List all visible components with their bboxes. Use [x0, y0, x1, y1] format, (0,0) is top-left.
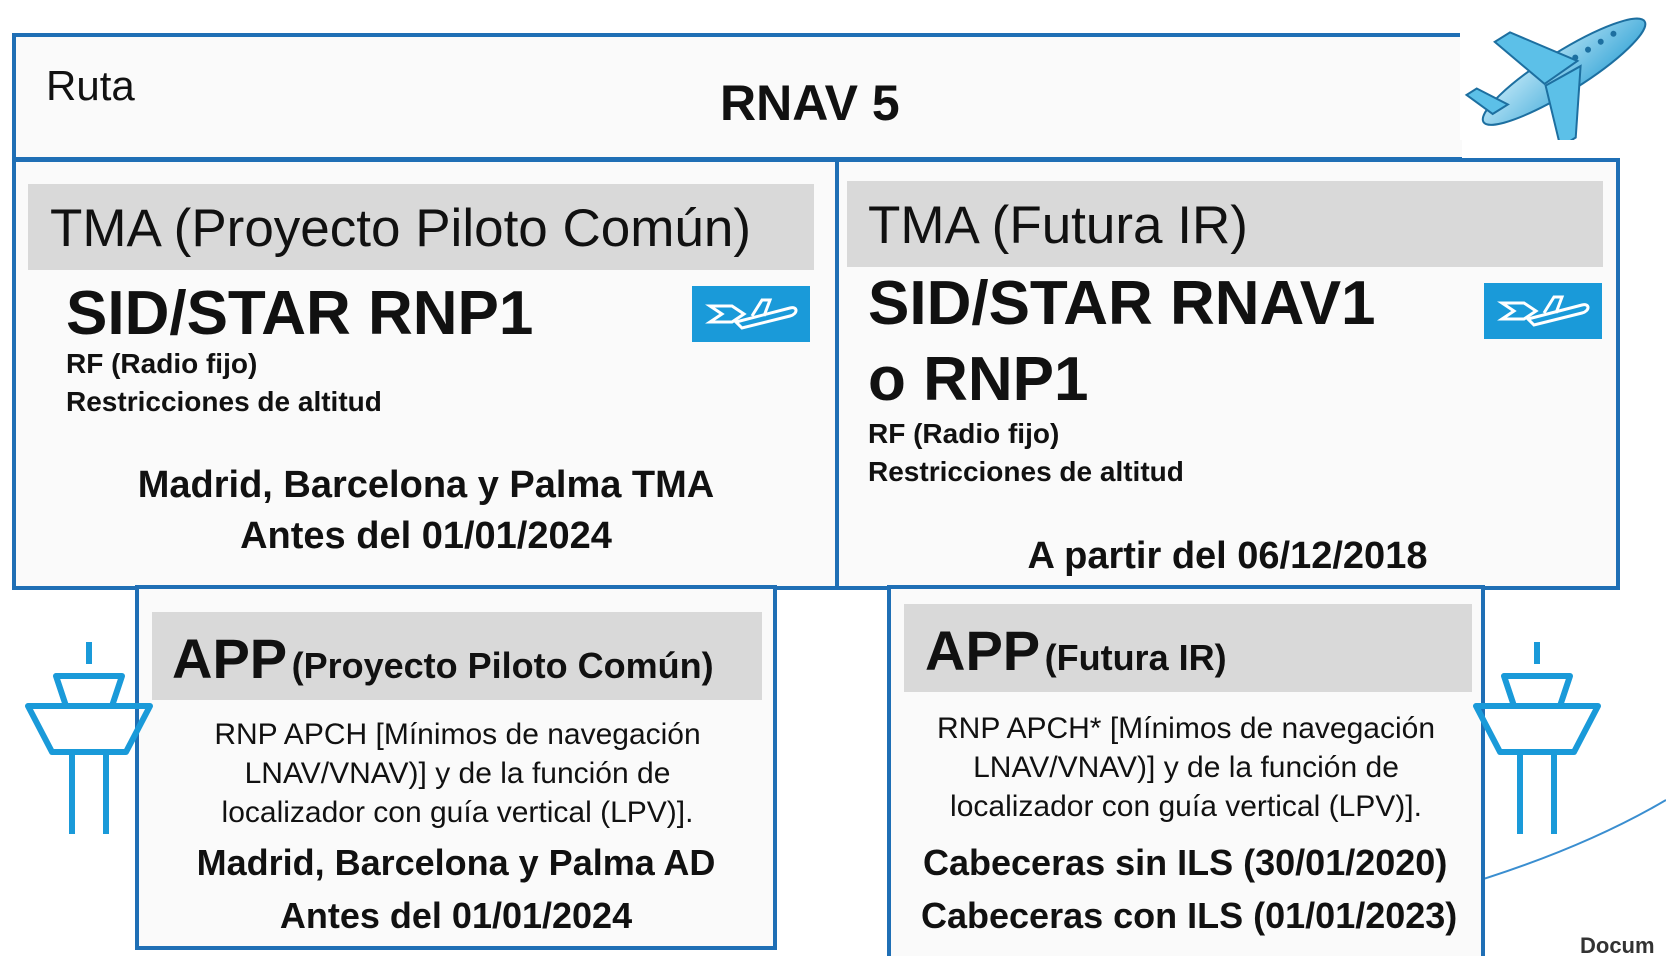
route-title: RNAV 5 [720, 75, 900, 131]
app-left-header-sub: (Proyecto Piloto Común) [291, 645, 714, 686]
footer-fragment: Docum [1580, 933, 1655, 958]
app-right-line1: Cabeceras sin ILS (30/01/2020) [923, 842, 1448, 883]
app-left-description: RNP APCH [Mínimos de navegación LNAV/VNA… [214, 718, 701, 829]
departure-icon [692, 286, 810, 342]
tma-left-deadline: Antes del 01/01/2024 [240, 515, 612, 557]
tma-right-spec-line1: SID/STAR RNAV1 [868, 269, 1376, 338]
airplane-icon [1460, 0, 1666, 149]
app-right-line2: Cabeceras con ILS (01/01/2023) [921, 895, 1458, 936]
tma-right-deadline: A partir del 06/12/2018 [1027, 535, 1428, 577]
app-right-header: APP (Futura IR) [925, 618, 1227, 683]
control-tower-icon [25, 642, 153, 834]
app-left-header: APP (Proyecto Piloto Común) [172, 626, 714, 691]
tma-left-feature-2: Restricciones de altitud [66, 386, 382, 417]
app-left-header-bar [152, 612, 762, 700]
tma-right-spec-line2: o RNP1 [868, 345, 1089, 414]
tma-left-header-bar [28, 184, 814, 270]
control-tower-icon [1473, 642, 1601, 834]
app-left-deadline: Antes del 01/01/2024 [279, 895, 633, 936]
tma-right-header-bar [847, 181, 1603, 267]
tma-right-feature-2: Restricciones de altitud [868, 456, 1184, 487]
app-right-description: RNP APCH* [Mínimos de navegación LNAV/VN… [936, 712, 1436, 823]
tma-left-spec: SID/STAR RNP1 [66, 279, 534, 348]
tma-right-feature-1: RF (Radio fijo) [868, 418, 1060, 449]
tma-left-scope: Madrid, Barcelona y Palma TMA [137, 464, 715, 506]
tma-right-header: TMA (Futura IR) [868, 196, 1248, 255]
app-right-header-bar [904, 604, 1472, 692]
departure-icon [1484, 283, 1602, 339]
tma-left-feature-1: RF (Radio fijo) [66, 348, 258, 379]
route-label: Ruta [46, 62, 135, 109]
tma-left-header: TMA (Proyecto Piloto Común) [50, 199, 752, 258]
app-left-header-main: APP [172, 627, 288, 690]
app-right-header-main: APP [925, 619, 1041, 682]
app-left-scope: Madrid, Barcelona y Palma AD [196, 842, 716, 883]
app-right-header-sub: (Futura IR) [1044, 637, 1227, 678]
